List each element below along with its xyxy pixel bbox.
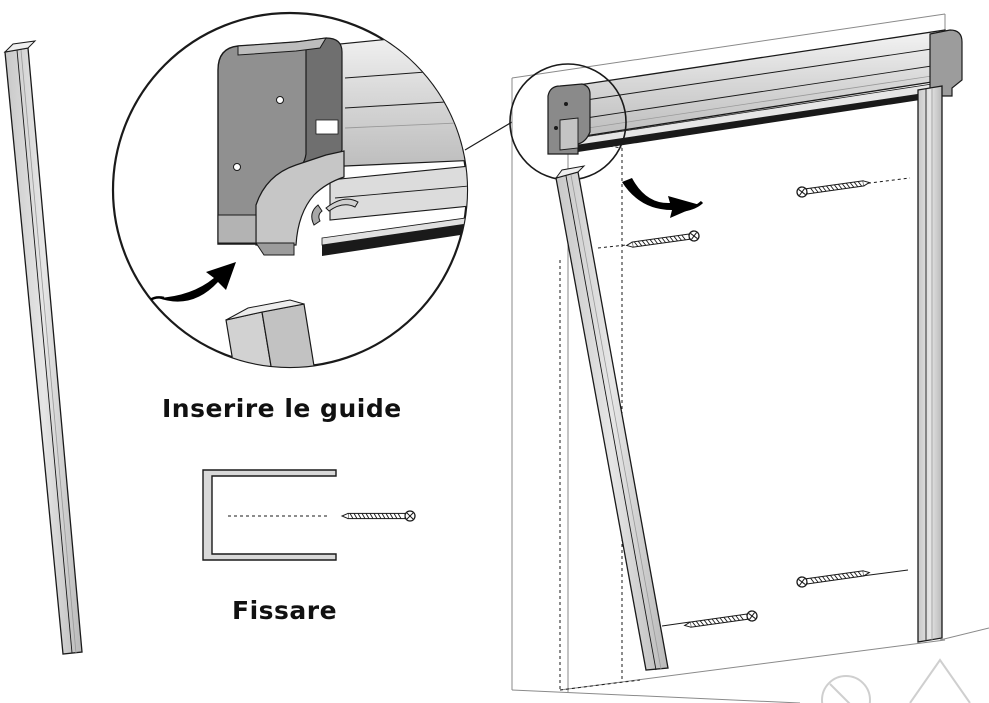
screw-icon [625, 229, 701, 252]
screw-icon [795, 176, 871, 199]
loose-guide-rail [3, 40, 83, 655]
screw-icon [683, 609, 759, 632]
caption-fix: Fissare [232, 596, 338, 625]
screw-icon [795, 566, 871, 589]
watermark-icon [821, 658, 971, 703]
u-profile-icon [202, 469, 416, 561]
screw-icon [341, 510, 416, 522]
arrow-curved-icon [158, 262, 236, 302]
arrow-curved-icon [622, 178, 700, 218]
detail-zoom-circle [111, 11, 513, 369]
window-frame-assembly [509, 13, 989, 703]
caption-insert-guides: Inserire le guide [162, 394, 402, 423]
